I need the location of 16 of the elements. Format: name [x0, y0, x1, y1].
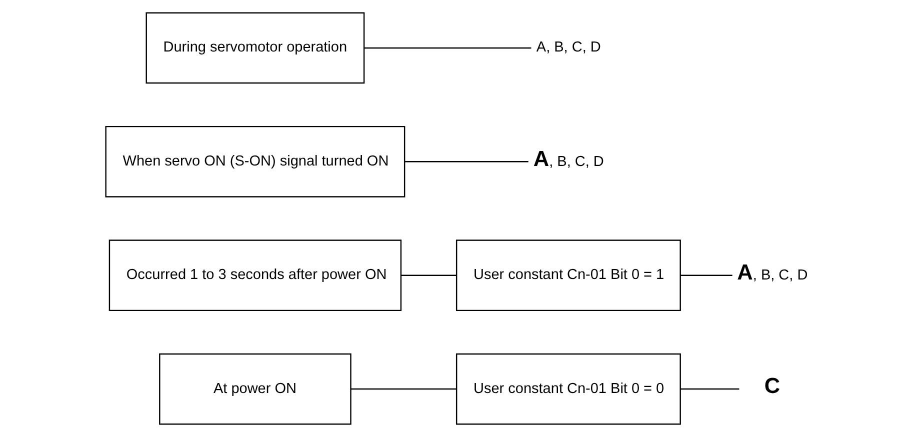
connector	[400, 274, 456, 276]
node-box: During servomotor operation	[145, 12, 364, 84]
node-box: User constant Cn-01 Bit 0 = 0	[455, 353, 680, 425]
node-box: User constant Cn-01 Bit 0 = 1	[455, 240, 680, 312]
node-box: Occurred 1 to 3 seconds after power ON	[108, 240, 402, 312]
node-text: A, B, C, D	[736, 259, 808, 284]
connector	[364, 47, 531, 49]
node-box: At power ON	[158, 353, 351, 425]
node-box: When servo ON (S-ON) signal turned ON	[104, 126, 405, 198]
node-text: C	[764, 373, 780, 398]
node-text: A, B, C, D	[532, 146, 604, 171]
node-text: A, B, C, D	[536, 40, 600, 56]
connector	[680, 388, 739, 390]
connector	[350, 388, 456, 390]
connector	[404, 161, 528, 162]
connector	[680, 274, 732, 276]
